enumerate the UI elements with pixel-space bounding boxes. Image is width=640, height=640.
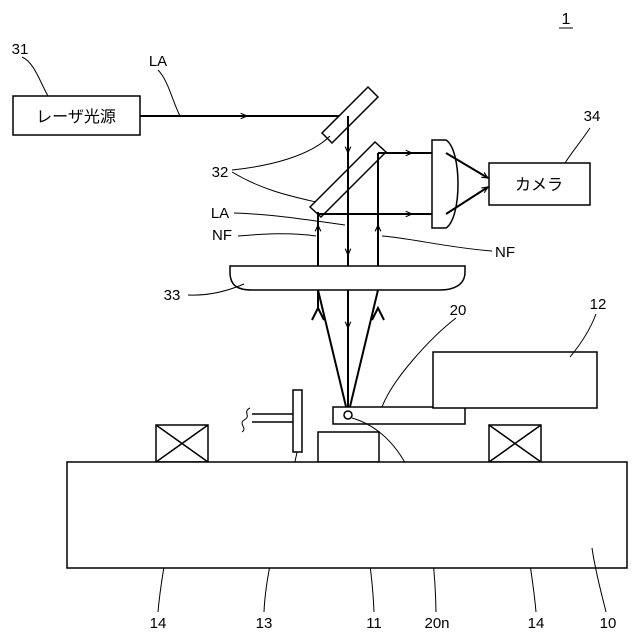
ref-14-right: 14 xyxy=(528,615,545,632)
base-10 xyxy=(67,462,627,568)
nf-ray-left-lower xyxy=(318,290,348,415)
objective-lens xyxy=(230,266,465,290)
ref-10: 10 xyxy=(600,615,617,632)
ref-12: 12 xyxy=(590,296,607,313)
laser-source-label: レーザ光源 xyxy=(36,107,116,126)
ref-33: 33 xyxy=(164,287,181,304)
ref-11: 11 xyxy=(366,615,382,632)
stage-block xyxy=(433,352,597,408)
leader-12 xyxy=(570,314,596,357)
sample-point-20n xyxy=(344,411,352,419)
leader-nf-left xyxy=(238,234,316,236)
part-13-plate xyxy=(293,390,302,452)
sample-holder xyxy=(333,407,465,424)
camera-label: カメラ xyxy=(515,175,563,194)
camera-lens xyxy=(432,140,458,228)
leader-31 xyxy=(22,57,48,96)
leader-34 xyxy=(565,128,590,163)
leader-32-b xyxy=(232,172,316,202)
figure-number: 1 xyxy=(562,11,571,28)
part-14-right xyxy=(489,425,541,462)
label-la-top: LA xyxy=(149,53,167,70)
part-13-break-mark xyxy=(242,408,250,432)
leader-32-a xyxy=(232,136,330,170)
label-nf-left: NF xyxy=(212,227,232,244)
part-11 xyxy=(318,432,379,462)
ref-31: 31 xyxy=(12,41,29,58)
part-14-left xyxy=(156,425,208,462)
laser-source: レーザ光源 xyxy=(13,96,140,135)
camera: カメラ xyxy=(489,163,590,205)
ref-13: 13 xyxy=(256,615,273,632)
ref-32: 32 xyxy=(212,164,229,181)
ref-20: 20 xyxy=(450,302,467,319)
label-la-mid: LA xyxy=(211,205,229,222)
ref-14-left: 14 xyxy=(150,615,167,632)
ref-34: 34 xyxy=(584,108,601,125)
ref-20n: 20n xyxy=(424,615,449,632)
nf-ray-right-lower xyxy=(348,290,378,415)
leader-nf-right xyxy=(382,236,492,251)
leader-la-top xyxy=(158,70,180,116)
label-nf-right: NF xyxy=(495,244,515,261)
